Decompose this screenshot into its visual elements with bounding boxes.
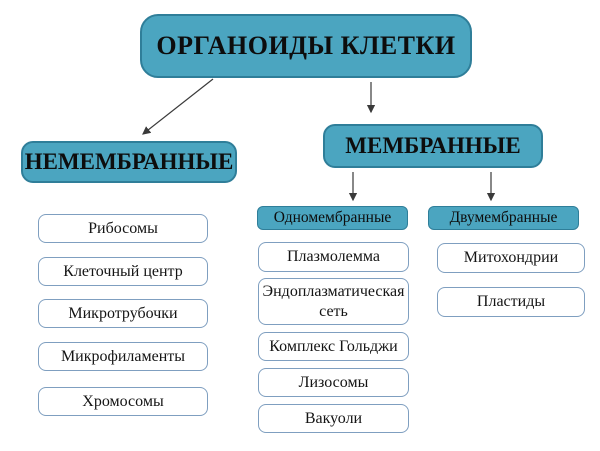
leaf-golgi-complex: Комплекс Гольджи [258, 332, 409, 361]
arrow-title-to-nonmembrane [142, 78, 214, 135]
title-node: ОРГАНОИДЫ КЛЕТКИ [140, 14, 472, 78]
leaf-mitochondria: Митохондрии [437, 243, 585, 273]
branch-nonmembrane: НЕМЕМБРАННЫЕ [21, 141, 237, 183]
sub-branch-single-membrane: Одномембранные [257, 206, 408, 230]
branch-membrane: МЕМБРАННЫЕ [323, 124, 543, 168]
leaf-plastids: Пластиды [437, 287, 585, 317]
leaf-lysosomes: Лизосомы [258, 368, 409, 397]
leaf-chromosomes: Хромосомы [38, 387, 208, 416]
leaf-plasmolemma: Плазмолемма [258, 242, 409, 272]
leaf-vacuoles: Вакуоли [258, 404, 409, 433]
leaf-endoplasmic-reticulum: Эндоплазматическая сеть [258, 278, 409, 325]
leaf-ribosomes: Рибосомы [38, 214, 208, 243]
leaf-cell-center: Клеточный центр [38, 257, 208, 286]
leaf-microtubules: Микротрубочки [38, 299, 208, 328]
sub-branch-double-membrane: Двумембранные [428, 206, 579, 230]
leaf-microfilaments: Микрофиламенты [38, 342, 208, 371]
